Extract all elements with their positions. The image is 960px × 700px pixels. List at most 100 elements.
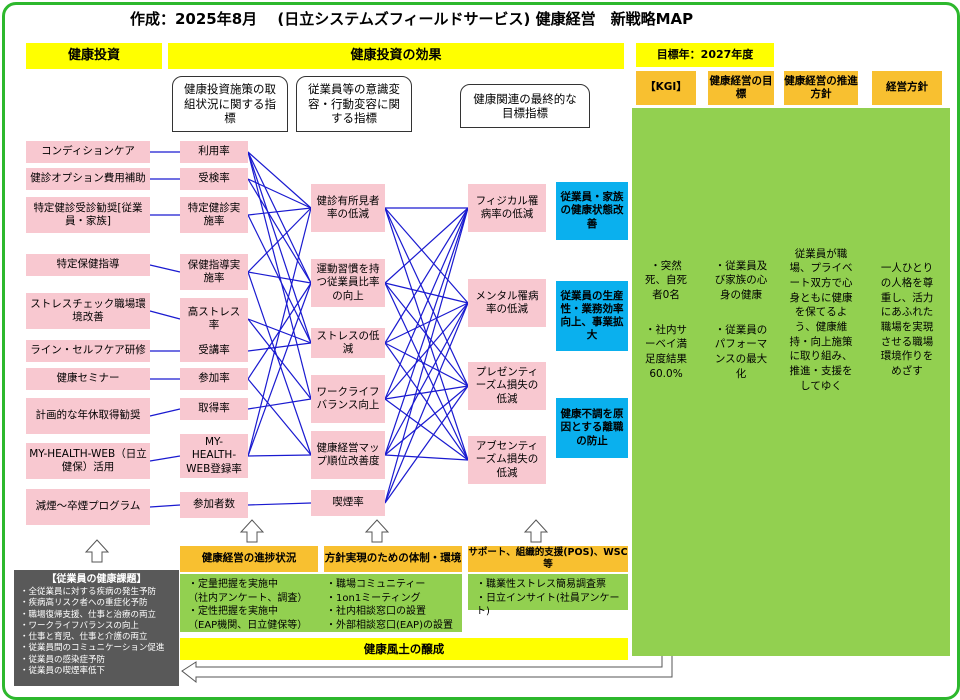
indicator1-box: 参加率 bbox=[180, 368, 248, 390]
measure-box: ライン・セルフケア研修 bbox=[26, 340, 150, 362]
connector-line bbox=[149, 455, 181, 462]
connector-line bbox=[384, 342, 469, 387]
foundation-item: ・職業性ストレス簡易調査票 bbox=[476, 579, 606, 590]
connector-line bbox=[384, 207, 469, 344]
indicator2-box: ワークライフバランス向上 bbox=[311, 375, 385, 423]
connector-line bbox=[149, 264, 181, 273]
foundation-item: ・1on1ミーティング bbox=[326, 592, 421, 604]
health-issues-box: 【従業員の健康課題】 ・全従業員に対する疾病の発生予防 ・疾病高リスク者への重症… bbox=[14, 570, 179, 686]
indicator2-box: 喫煙率 bbox=[311, 490, 385, 516]
issue-item: ・従業員の喫煙率低下 bbox=[20, 665, 106, 676]
indicator1-box: 利用率 bbox=[180, 141, 248, 163]
connector-line bbox=[247, 282, 312, 457]
connector-line bbox=[384, 302, 469, 344]
measure-box: 計画的な年休取得勧奨 bbox=[26, 398, 150, 434]
foundation-box-support: ・職業性ストレス簡易調査票 ・日立インサイト(社員アンケート) bbox=[468, 574, 628, 617]
foundation-item: （EAP機関、日立健保等） bbox=[188, 619, 308, 631]
connector-line bbox=[247, 502, 312, 506]
up-arrow-icon bbox=[523, 519, 549, 543]
connector-line bbox=[149, 408, 181, 417]
measure-box: 健康セミナー bbox=[26, 368, 150, 390]
header-effect: 健康投資の効果 bbox=[168, 43, 624, 69]
col-header-indicators1: 健康投資施策の取組状況に関する指標 bbox=[172, 76, 288, 132]
connector-line bbox=[384, 207, 469, 400]
connector-line bbox=[384, 282, 469, 304]
indicator1-box: 受検率 bbox=[180, 168, 248, 190]
outcome-box: 健康不調を原因とする離職の防止 bbox=[556, 398, 628, 458]
indicator1-box: 受講率 bbox=[180, 340, 248, 362]
connector-line bbox=[149, 504, 181, 508]
goal-panel: ・従業員及び家族の心身の健康 ・従業員のパフォーマンスの最大化 bbox=[708, 116, 774, 524]
issues-title: 【従業員の健康課題】 bbox=[46, 574, 147, 585]
header-target-year: 目標年：2027年度 bbox=[636, 43, 774, 67]
kgi-panel: ・突然死、自死者0名 ・社内サーベイ満足度結果60.0% bbox=[636, 116, 696, 524]
foundation-box-structure: ・職場コミュニティー ・1on1ミーティング ・社内相談窓口の設置 ・外部相談窓… bbox=[318, 574, 462, 632]
connector-line bbox=[384, 302, 469, 456]
connector-line bbox=[384, 398, 469, 461]
header-policy: 健康経営の推進方針 bbox=[784, 71, 858, 105]
goal-item: ・従業員及び家族の心身の健康 bbox=[714, 259, 768, 301]
indicator1-box: 参加者数 bbox=[180, 492, 248, 518]
foundation-item: ・日立インサイト(社員アンケート) bbox=[476, 592, 620, 618]
connector-line bbox=[384, 282, 469, 461]
header-management: 経営方針 bbox=[872, 71, 942, 105]
connector-line bbox=[247, 178, 312, 284]
measure-box: ストレスチェック職場環境改善 bbox=[26, 293, 150, 329]
col-header-indicators3: 健康関連の最終的な目標指標 bbox=[460, 84, 590, 128]
outcome-box: 従業員の生産性・業務効率向上、事業拡大 bbox=[556, 281, 628, 351]
foundation-item: ・定性把握を実施中 bbox=[188, 606, 278, 617]
connector-line bbox=[384, 385, 469, 504]
connector-line bbox=[247, 151, 312, 284]
issue-item: ・職場復帰支援、仕事と治療の両立 bbox=[20, 609, 157, 620]
foundation-label-structure: 方針実現のための体制・環境 bbox=[324, 546, 462, 572]
connector-line bbox=[247, 151, 312, 209]
connector-line bbox=[247, 207, 312, 457]
indicator3-box: プレゼンティーズム損失の低減 bbox=[468, 362, 546, 410]
measure-box: 特定健診受診勧奨[従業員・家族] bbox=[26, 197, 150, 233]
goal-item: ・従業員のパフォーマンスの最大化 bbox=[714, 323, 768, 380]
foundation-item: ・社内相談窓口の設置 bbox=[326, 606, 426, 617]
connector-line bbox=[149, 310, 181, 320]
indicator2-box: ストレスの低減 bbox=[311, 328, 385, 358]
connector-line bbox=[384, 207, 469, 284]
page-title: 作成：2025年8月 (日立システムズフィールドサービス) 健康経営 新戦略MA… bbox=[130, 10, 694, 28]
connector-line bbox=[384, 385, 469, 456]
connector-line bbox=[247, 271, 312, 456]
connector-line bbox=[247, 342, 312, 352]
indicator1-box: 特定健診実施率 bbox=[180, 197, 248, 233]
connector-line bbox=[384, 302, 469, 400]
foundation-label-progress: 健康経営の進捗状況 bbox=[180, 546, 318, 572]
connector-line bbox=[384, 207, 469, 504]
connector-line bbox=[384, 207, 469, 456]
connector-line bbox=[384, 282, 469, 387]
foundation-item: （社内アンケート、調査） bbox=[188, 592, 308, 604]
foundation-item: ・外部相談窓口(EAP)の設置 bbox=[326, 619, 453, 631]
connector-line bbox=[247, 454, 312, 457]
measure-box: 特定保健指導 bbox=[26, 254, 150, 276]
connector-line bbox=[247, 271, 312, 284]
measure-box: 減煙～卒煙プログラム bbox=[26, 489, 150, 525]
connector-line bbox=[247, 178, 312, 209]
indicator1-box: 高ストレス率 bbox=[180, 298, 248, 340]
connector-line bbox=[247, 378, 312, 456]
kgi-item: ・突然死、自死者0名 bbox=[645, 259, 687, 301]
connector-line bbox=[384, 207, 469, 304]
header-investment: 健康投資 bbox=[26, 43, 162, 69]
connector-line bbox=[384, 207, 469, 387]
foundation-item: ・職場コミュニティー bbox=[326, 579, 426, 590]
policy-text: 従業員が職場、プライベート双方で心身ともに健康を保てるよう、健康維持・向上施策に… bbox=[789, 247, 853, 392]
up-arrow-icon bbox=[239, 519, 265, 543]
issue-item: ・ワークライフバランスの向上 bbox=[20, 620, 139, 631]
indicator2-box: 健康経営マップ順位改善度 bbox=[311, 431, 385, 479]
measure-box: 健診オプション費用補助 bbox=[26, 168, 150, 190]
issue-item: ・仕事と育児、仕事と介護の両立 bbox=[20, 632, 148, 643]
connector-line bbox=[384, 385, 469, 400]
culture-banner: 健康風土の醸成 bbox=[180, 638, 628, 660]
foundation-label-support: サポート、組織的支援(POS)、WSC等 bbox=[468, 546, 628, 572]
connector-line bbox=[247, 318, 312, 400]
connector-line bbox=[384, 302, 469, 504]
indicator1-box: 取得率 bbox=[180, 398, 248, 420]
indicator3-box: フィジカル罹病率の低減 bbox=[468, 184, 546, 232]
measure-box: コンディションケア bbox=[26, 141, 150, 163]
